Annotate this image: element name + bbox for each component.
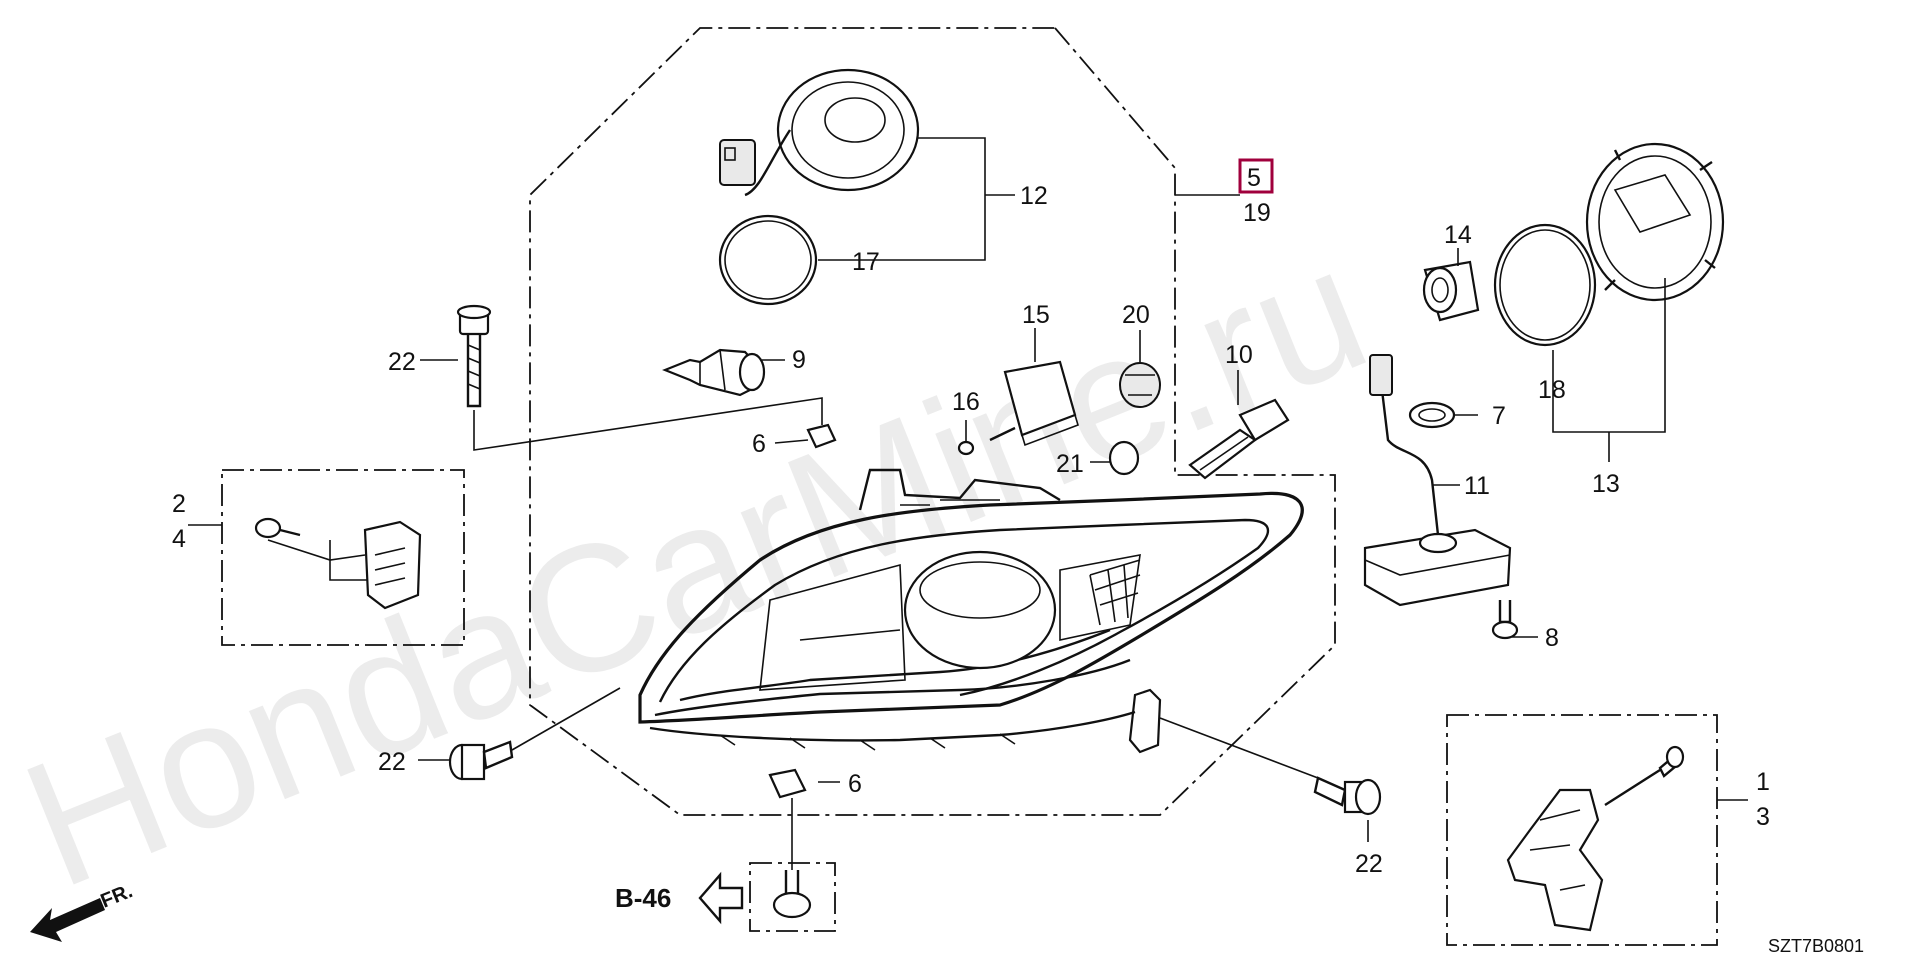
callout-13[interactable]: 13 [1592, 470, 1620, 498]
part-22-bolt-left [448, 740, 514, 781]
part-12-socket-cover [719, 68, 920, 197]
callout-1[interactable]: 1 [1756, 768, 1770, 796]
bracket-1-3-box [1446, 714, 1718, 946]
callout-22-right[interactable]: 22 [1355, 850, 1383, 878]
callout-6-lower[interactable]: 6 [848, 770, 862, 798]
part-8-screw [1491, 600, 1519, 640]
part-14-hid-socket [1422, 260, 1480, 322]
callout-9[interactable]: 9 [792, 346, 806, 374]
part-20-bulb-socket [1119, 362, 1161, 408]
part-11-igniter-ballast [1363, 354, 1512, 607]
callout-16[interactable]: 16 [952, 388, 980, 416]
part-13-hid-cap [1585, 142, 1725, 302]
watermark-text: HondaCarMine.ru [0, 208, 1392, 927]
part-21-wedge-bulb [1108, 440, 1140, 476]
part-22-bolt-top-left [456, 304, 492, 408]
front-arrow-icon [30, 898, 105, 942]
callout-5-highlight-frame [1238, 158, 1274, 194]
callout-21[interactable]: 21 [1056, 450, 1084, 478]
part-17-o-ring [718, 214, 818, 306]
callout-15[interactable]: 15 [1022, 301, 1050, 329]
b46-screw [772, 870, 812, 919]
part-2-4-mounting-bracket [254, 517, 422, 610]
callout-11[interactable]: 11 [1464, 472, 1490, 500]
callout-4[interactable]: 4 [172, 525, 186, 553]
part-18-o-ring [1493, 223, 1597, 347]
callout-20[interactable]: 20 [1122, 301, 1150, 329]
callout-2[interactable]: 2 [172, 490, 186, 518]
part-7-gasket [1408, 401, 1456, 429]
callout-18[interactable]: 18 [1538, 376, 1566, 404]
headlight-assembly-boundary [529, 27, 1336, 816]
projector-bowl [903, 550, 1057, 670]
headlight-housing [638, 468, 1304, 754]
part-1-3-repair-bracket [1506, 745, 1685, 932]
callout-17[interactable]: 17 [852, 248, 880, 276]
callout-19[interactable]: 19 [1243, 199, 1271, 227]
part-10-hid-bulb [1188, 398, 1290, 480]
reference-b46-label[interactable]: B-46 [615, 883, 671, 913]
lower-mount-tab [1128, 688, 1162, 754]
callout-6-upper[interactable]: 6 [752, 430, 766, 458]
part-6-clip-upper [806, 423, 837, 449]
part-15-leveling-actuator [989, 360, 1079, 447]
part-22-bolt-right [1313, 776, 1382, 816]
bracket-2-4-box [221, 469, 465, 646]
callout-10[interactable]: 10 [1225, 341, 1253, 369]
callout-7[interactable]: 7 [1492, 402, 1506, 430]
reference-arrow-icon[interactable] [698, 871, 744, 925]
callout-8[interactable]: 8 [1545, 624, 1559, 652]
callout-12[interactable]: 12 [1020, 182, 1048, 210]
callout-22-left[interactable]: 22 [378, 748, 406, 776]
part-6-clip-lower [768, 768, 807, 799]
part-9-halogen-bulb [662, 348, 766, 397]
callout-3[interactable]: 3 [1756, 803, 1770, 831]
callout-14[interactable]: 14 [1444, 221, 1472, 249]
leader-lines [188, 137, 1748, 870]
diagram-code: SZT7B0801 [1768, 936, 1864, 956]
callout-22-top-left[interactable]: 22 [388, 348, 416, 376]
callout-5[interactable]: 5 [1247, 164, 1261, 192]
part-16-nut [957, 440, 975, 456]
